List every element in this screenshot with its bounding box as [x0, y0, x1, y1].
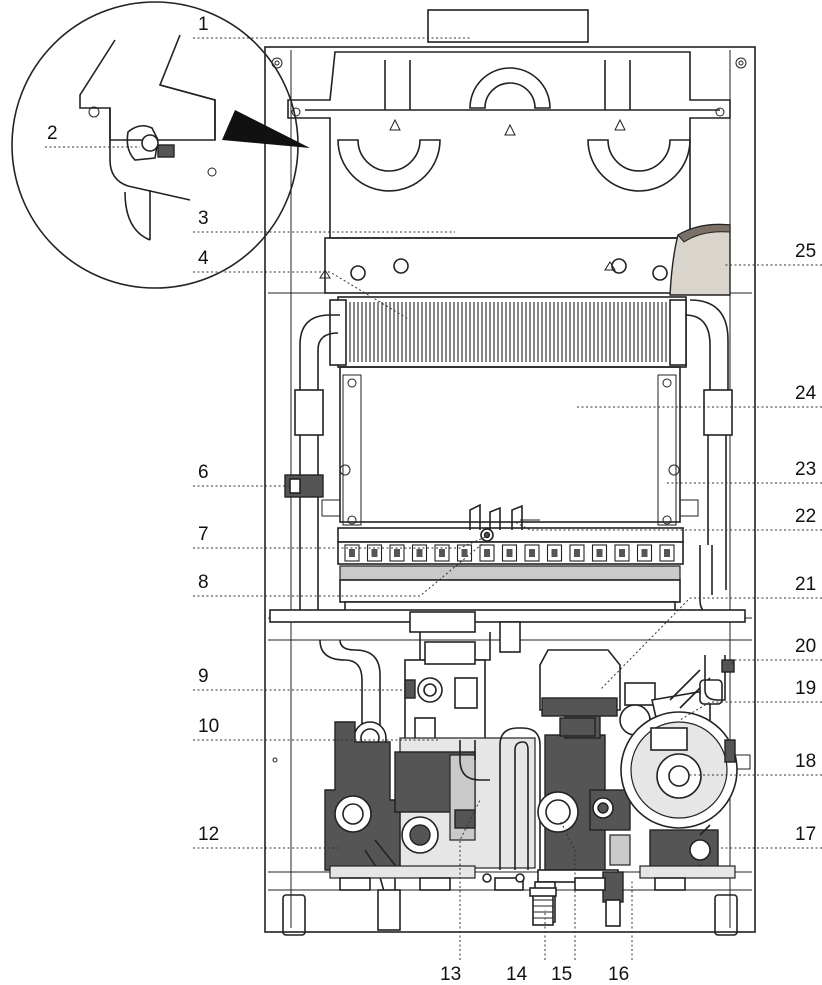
burner-ramp-slot — [551, 549, 558, 557]
burner-ramp-slot — [574, 549, 580, 557]
callout-17: 17 — [795, 824, 816, 845]
burner-ramp-slot — [461, 549, 468, 557]
drain-valve — [639, 824, 736, 879]
callout-19: 19 — [795, 678, 816, 699]
burner-ramp-slot — [439, 549, 445, 557]
burner-ramp-slot — [506, 549, 513, 557]
burner-ramp-slot — [371, 549, 378, 557]
burner-ramp-slot — [529, 549, 535, 557]
callout-12: 12 — [198, 824, 219, 845]
burner-ramp-slot — [664, 549, 670, 557]
callout-8: 8 — [198, 572, 209, 593]
callout-20: 20 — [795, 636, 816, 657]
burner-ramp-slot — [641, 549, 648, 557]
heat-exchanger — [329, 296, 687, 368]
callout-10: 10 — [198, 716, 219, 737]
callout-16: 16 — [608, 964, 629, 985]
callout-1: 1 — [198, 14, 209, 35]
insulation-panel — [669, 223, 731, 296]
air-vent-fitting — [704, 655, 735, 701]
callout-13: 13 — [440, 964, 461, 985]
diverter-valve — [539, 649, 621, 737]
hydraulic-group-left — [324, 721, 536, 931]
callout-6: 6 — [198, 462, 209, 483]
callout-14: 14 — [506, 964, 528, 985]
callout-7: 7 — [198, 524, 209, 545]
combustion-chamber-cover — [319, 237, 691, 294]
detail-magnifier — [11, 1, 310, 289]
callout-18: 18 — [795, 751, 816, 772]
callout-25: 25 — [795, 241, 816, 262]
callout-leaders — [45, 37, 822, 960]
burner-ramp-slot — [596, 549, 603, 557]
overheat-thermostat — [284, 474, 324, 498]
combustion-chamber — [321, 366, 699, 526]
callout-22: 22 — [795, 506, 816, 527]
callout-23: 23 — [795, 459, 816, 480]
burner-ramp-slot — [484, 549, 490, 557]
burner-ramp-slot — [619, 549, 625, 557]
callout-4: 4 — [198, 248, 209, 269]
callout-numbers: 1 2 3 4 6 7 8 9 10 12 13 14 15 16 17 18 … — [47, 14, 817, 985]
burner-ramp-slot — [349, 549, 355, 557]
burner-ramp-slot — [394, 549, 400, 557]
callout-15: 15 — [551, 964, 572, 985]
callout-2: 2 — [47, 123, 58, 144]
flue-hood — [287, 9, 731, 239]
callout-21: 21 — [795, 574, 816, 595]
callout-24: 24 — [795, 383, 817, 404]
bottom-connections — [339, 873, 686, 926]
callout-3: 3 — [198, 208, 209, 229]
burner-ramp-slot — [416, 549, 423, 557]
circulation-pump — [619, 669, 738, 829]
callout-9: 9 — [198, 666, 209, 687]
return-pipe — [459, 727, 541, 870]
